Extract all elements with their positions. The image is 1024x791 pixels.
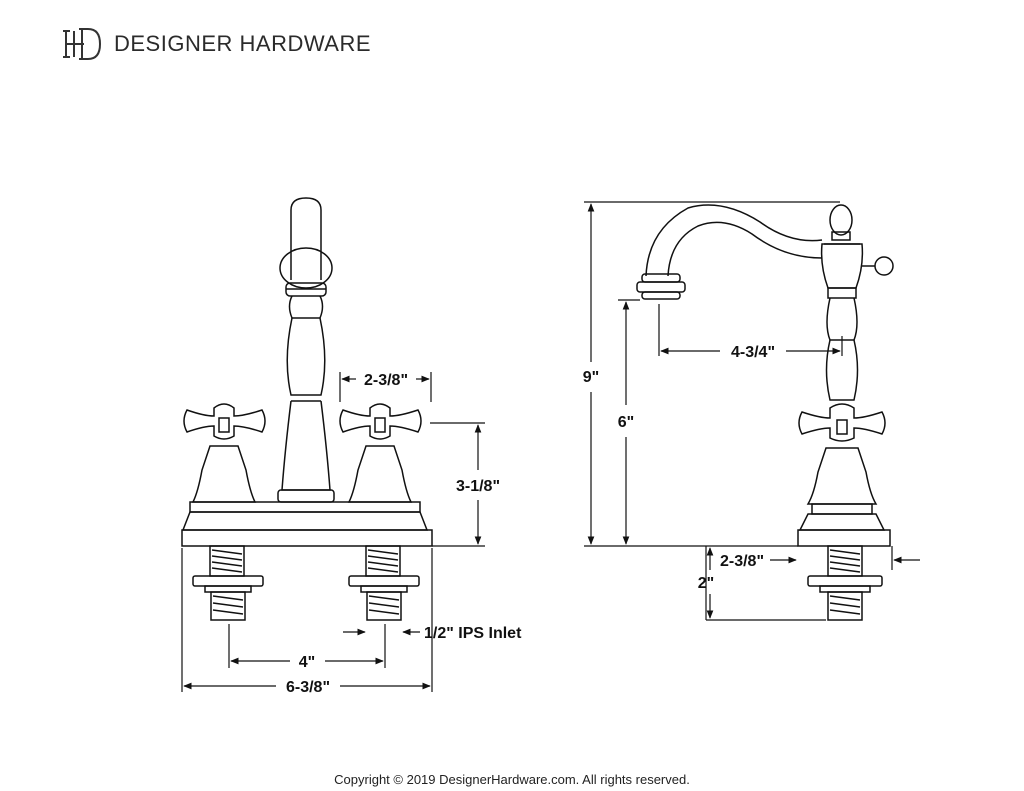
handle-spread-label: 2-3/8" [364, 372, 408, 389]
front-view-dimensions [181, 372, 485, 692]
spout-height-label: 6" [618, 414, 634, 431]
front-view-labels: 2-3/8" 3-1/8" 4" 6-3/8" 1/2" IPS Inlet [286, 372, 522, 696]
copyright-footer: Copyright © 2019 DesignerHardware.com. A… [334, 772, 690, 787]
front-view-faucet [181, 197, 433, 621]
spout-reach-label: 4-3/4" [731, 344, 775, 361]
side-view-dimensions [584, 201, 920, 621]
handle-height-label: 3-1/8" [456, 478, 500, 495]
overall-width-label: 6-3/8" [286, 679, 330, 696]
hd-monogram-logo-icon [62, 25, 104, 63]
center-spacing-label: 4" [299, 654, 315, 671]
base-depth-label: 2-3/8" [720, 553, 764, 570]
brand-header: DESIGNER HARDWARE [62, 24, 371, 64]
side-view-labels: 9" 6" 4-3/4" 2-3/8" 2" [583, 344, 775, 592]
brand-name: DESIGNER HARDWARE [114, 31, 372, 56]
shank-length-label: 2" [698, 575, 714, 592]
total-height-label: 9" [583, 369, 599, 386]
side-view-faucet [636, 204, 894, 621]
inlet-label: 1/2" IPS Inlet [424, 625, 522, 642]
